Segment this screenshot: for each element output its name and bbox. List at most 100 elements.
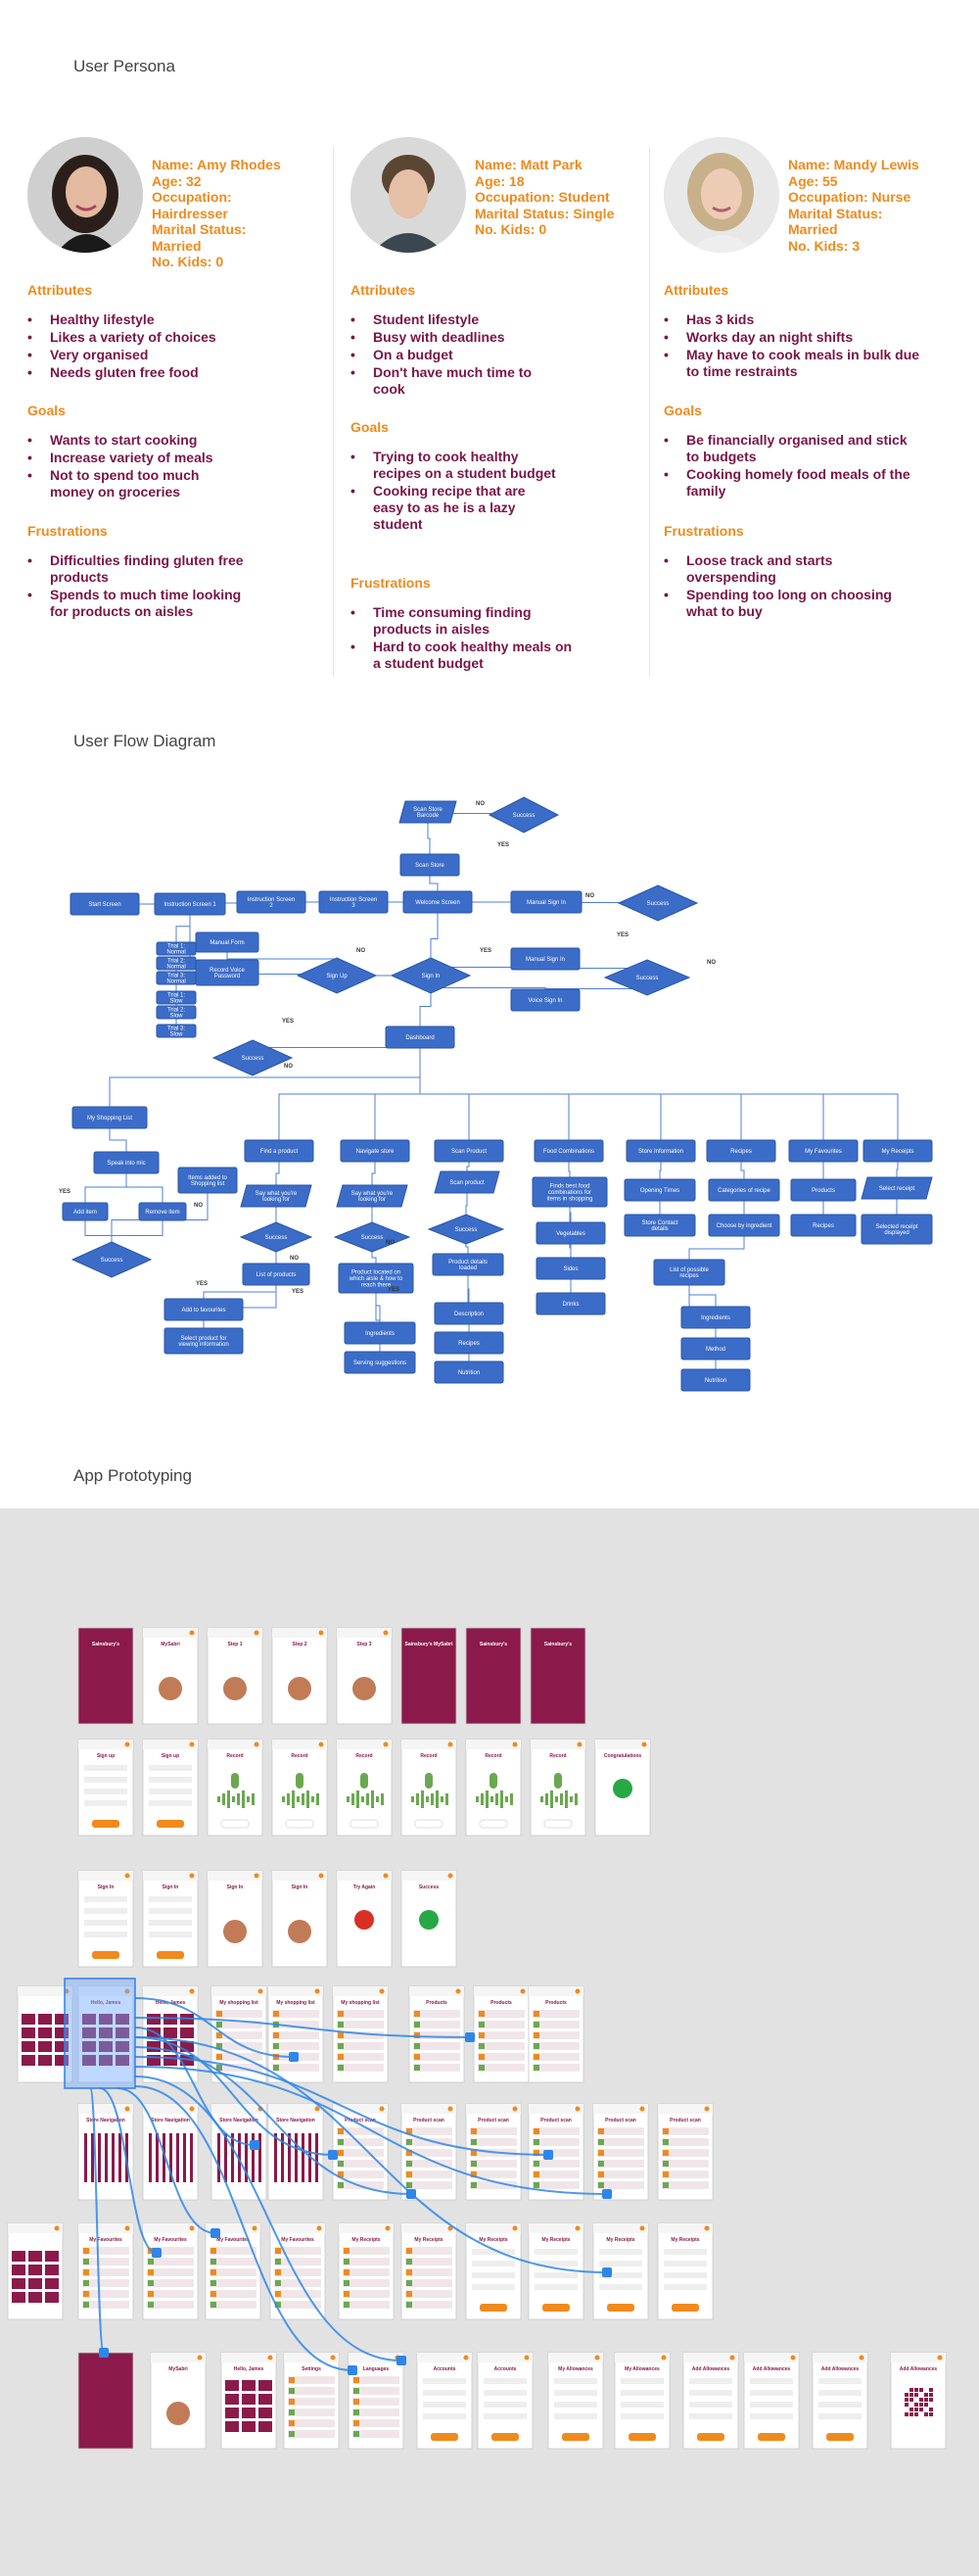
screen-title: Record (226, 1753, 243, 1759)
flow-decision-shape (603, 959, 691, 996)
aisle-bar (238, 2133, 241, 2182)
form-field (149, 1908, 192, 1914)
selected-screen-highlight[interactable] (64, 1978, 136, 2089)
link-target-handle[interactable] (602, 2267, 612, 2277)
menu-icon (639, 2225, 645, 2231)
aisle-bar (91, 2133, 94, 2182)
link-target-handle[interactable] (465, 2032, 475, 2042)
link-target-handle[interactable] (210, 2228, 220, 2238)
list-row (272, 2010, 319, 2018)
screen-header (683, 2353, 738, 2362)
goal-item: Be financially organised and stick to bu… (664, 432, 923, 465)
screen-title: Hello, James (91, 2000, 121, 2006)
prototype-link-arrow (134, 2017, 471, 2038)
form-field (149, 1765, 192, 1771)
screen-title: My Receipts (671, 2237, 699, 2243)
screen-title: Product scan (605, 2118, 636, 2123)
screen-title: My shopping list (219, 2000, 258, 2006)
screen-header (78, 1871, 133, 1881)
category-tile (82, 2055, 96, 2066)
list-row (147, 2247, 194, 2255)
form-field (423, 2402, 466, 2408)
persona-info: Name: Mandy Lewis Age: 55 Occupation: Nu… (788, 157, 964, 254)
form-field (554, 2378, 597, 2384)
form-field (535, 2272, 578, 2278)
list-row (413, 2021, 460, 2028)
form-field (689, 2402, 732, 2408)
flow-node-label: Categories of recipe (718, 1188, 770, 1194)
flow-process-shape (532, 1176, 608, 1208)
goals-heading: Goals (350, 419, 389, 435)
flow-node: Success (239, 1221, 313, 1253)
flow-process-shape (71, 1106, 148, 1129)
prototype-link-arrow (117, 2087, 216, 2234)
list-row (274, 2247, 321, 2255)
form-field (750, 2390, 793, 2396)
flow-branch-label: YES (480, 948, 491, 954)
menu-icon (594, 2355, 600, 2361)
link-target-handle[interactable] (250, 2140, 259, 2150)
link-target-handle[interactable] (602, 2189, 612, 2199)
list-row (210, 2258, 256, 2266)
prototype-screen: My Favourites (142, 2222, 199, 2320)
prototype-screen: Congratulations (594, 1739, 651, 1837)
list-row (597, 2127, 644, 2135)
link-target-handle[interactable] (396, 2356, 406, 2365)
category-tile (163, 2055, 177, 2066)
list-row (337, 2031, 384, 2039)
form-field (621, 2390, 664, 2396)
prototype-link-arrow (134, 2056, 549, 2156)
form-field (535, 2261, 578, 2266)
screen-title: My Receipts (414, 2237, 443, 2243)
flow-branch-label: YES (59, 1189, 70, 1195)
category-tile (12, 2292, 25, 2303)
form-button (629, 2433, 656, 2441)
link-target-handle[interactable] (328, 2150, 338, 2160)
link-target-handle[interactable] (543, 2150, 553, 2160)
flow-node: Success (70, 1241, 153, 1278)
flow-node-label: Navigate store (356, 1149, 395, 1155)
category-tile (22, 2027, 35, 2038)
screen-header (548, 2353, 603, 2362)
flow-node: My Receipts (862, 1139, 933, 1163)
form-button (607, 2304, 634, 2312)
flow-branch-label: NO (194, 1203, 203, 1209)
prototype-link-arrow (134, 2036, 608, 2273)
link-target-handle[interactable] (289, 2052, 299, 2062)
info-line: No. Kids: 0 (152, 254, 224, 269)
form-field (621, 2402, 664, 2408)
info-line: Marital Status: (788, 205, 883, 221)
flow-node-label: Success (455, 1227, 478, 1233)
prototype-screen: MySabri (142, 1627, 199, 1725)
flow-node: Vegetables (536, 1221, 606, 1245)
flow-process-shape (244, 1139, 314, 1163)
prototype-screen: Record (400, 1739, 457, 1837)
link-target-handle[interactable] (99, 2348, 109, 2358)
flow-node-label: List of products (256, 1272, 297, 1278)
form-field (84, 1896, 127, 1902)
link-target-handle[interactable] (348, 2365, 357, 2375)
flow-node: Recipes (790, 1214, 857, 1237)
list-row (274, 2301, 321, 2309)
menu-icon (54, 2225, 60, 2231)
flow-node-label: Method (706, 1347, 725, 1353)
menu-icon (254, 1873, 259, 1879)
frustration-item: Loose track and starts overspending (664, 552, 913, 586)
list-row (413, 2064, 460, 2072)
link-target-handle[interactable] (152, 2248, 162, 2258)
flow-process-shape (70, 892, 140, 916)
screen-title: Step 3 (356, 1642, 371, 1647)
category-tile (99, 2014, 113, 2025)
category-tile (99, 2055, 113, 2066)
flow-node-label: Nutrition (705, 1378, 726, 1384)
flow-process-shape (340, 1139, 410, 1163)
screen-header (272, 1871, 327, 1881)
screen-title: Record (291, 1753, 307, 1759)
form-field (818, 2378, 862, 2384)
